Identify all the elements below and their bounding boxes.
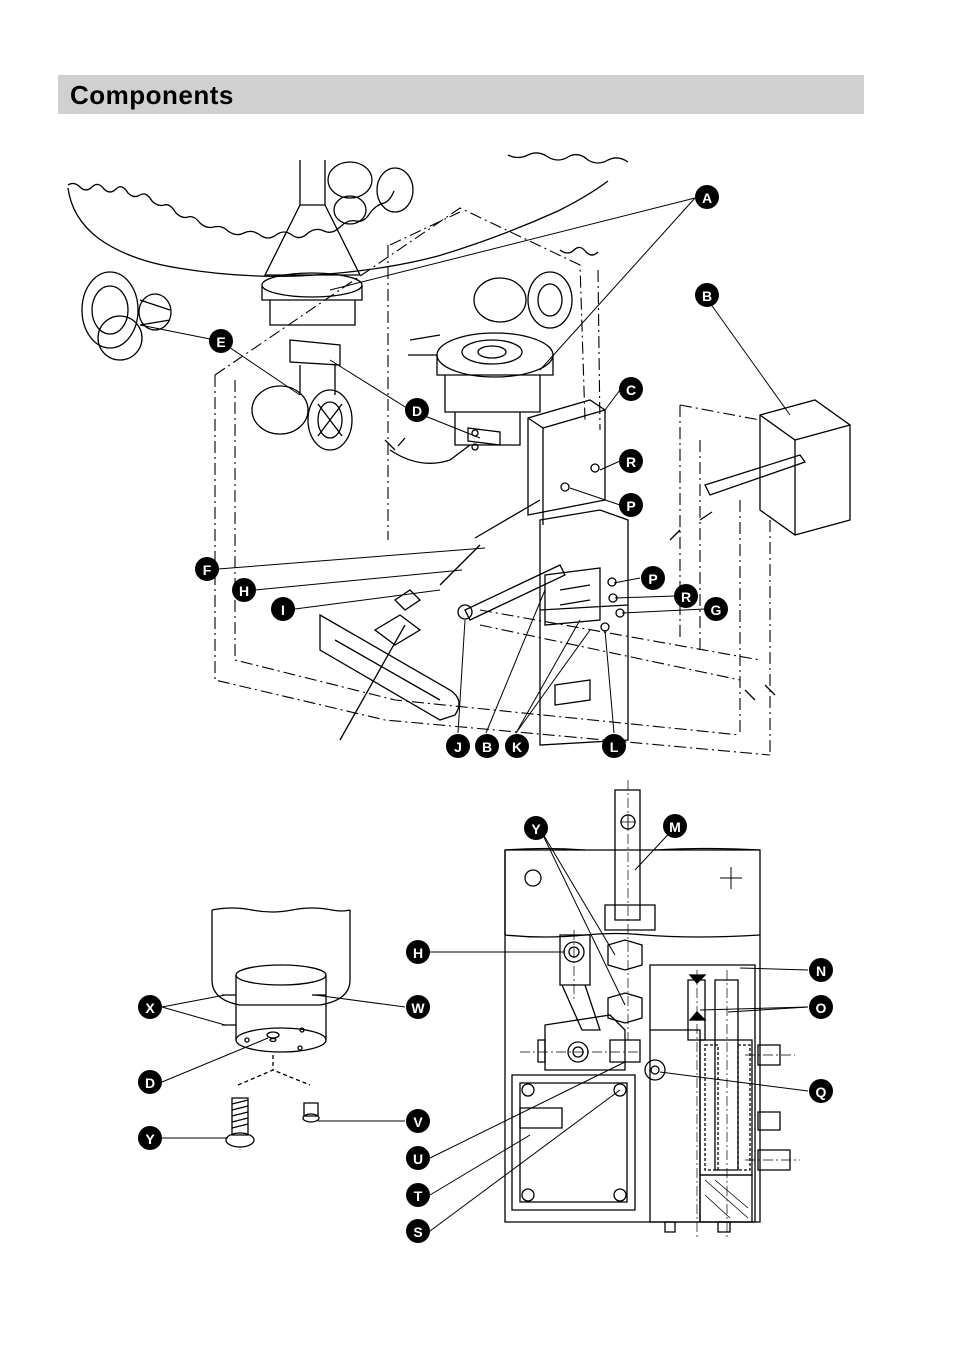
callout-F: F	[195, 557, 219, 581]
svg-text:H: H	[413, 945, 423, 961]
callout-R: R	[619, 449, 643, 473]
section-header: Components	[58, 75, 864, 114]
callout-D-2: D	[138, 1070, 162, 1094]
callout-K: K	[505, 734, 529, 758]
svg-text:B: B	[482, 739, 492, 755]
svg-text:R: R	[626, 454, 636, 470]
svg-text:V: V	[413, 1114, 423, 1130]
svg-text:O: O	[816, 1000, 827, 1016]
svg-text:J: J	[454, 739, 462, 755]
svg-text:S: S	[413, 1224, 422, 1240]
svg-text:G: G	[711, 602, 722, 618]
callout-H-2: H	[406, 940, 430, 964]
callout-P-2: P	[641, 566, 665, 590]
svg-text:W: W	[411, 1000, 425, 1016]
callout-A: A	[695, 185, 719, 209]
callout-D: D	[405, 398, 429, 422]
svg-text:R: R	[681, 589, 691, 605]
section-title: Components	[70, 80, 234, 110]
svg-text:D: D	[145, 1075, 155, 1091]
svg-text:M: M	[669, 819, 681, 835]
svg-text:Y: Y	[145, 1131, 155, 1147]
svg-text:Q: Q	[816, 1084, 827, 1100]
svg-text:N: N	[816, 963, 826, 979]
callout-P: P	[619, 493, 643, 517]
callout-S: S	[406, 1219, 430, 1243]
lower-left-leader-lines	[161, 994, 406, 1139]
svg-text:Y: Y	[531, 821, 541, 837]
svg-text:I: I	[281, 602, 285, 618]
callout-L: L	[602, 734, 626, 758]
callout-E: E	[209, 329, 233, 353]
svg-text:P: P	[648, 571, 657, 587]
svg-text:A: A	[702, 190, 712, 206]
svg-text:F: F	[203, 562, 212, 578]
top-leader-lines	[139, 197, 791, 734]
callout-W: W	[406, 995, 430, 1019]
svg-text:B: B	[702, 288, 712, 304]
lower-left-illustration	[211, 907, 351, 1148]
tank-outline-wave	[67, 182, 395, 239]
callout-Q: Q	[809, 1079, 833, 1103]
top-illustration	[67, 152, 851, 756]
callout-J: J	[446, 734, 470, 758]
callout-C: C	[619, 377, 643, 401]
callout-I: I	[271, 597, 295, 621]
callout-H: H	[232, 578, 256, 602]
callout-markers: A B E C D R P F P H R G I J B K L Y M H …	[138, 185, 833, 1243]
svg-text:D: D	[412, 403, 422, 419]
svg-text:E: E	[216, 334, 225, 350]
callout-B: B	[695, 283, 719, 307]
lower-right-illustration	[504, 780, 800, 1240]
callout-X: X	[138, 995, 162, 1019]
callout-N: N	[809, 958, 833, 982]
svg-text:L: L	[610, 739, 619, 755]
svg-text:U: U	[413, 1151, 423, 1167]
svg-text:C: C	[626, 382, 636, 398]
callout-G: G	[704, 597, 728, 621]
svg-text:H: H	[239, 583, 249, 599]
lower-right-leader-lines	[429, 825, 809, 1232]
callout-T: T	[406, 1183, 430, 1207]
callout-Y-2: Y	[138, 1126, 162, 1150]
callout-M: M	[663, 814, 687, 838]
svg-text:P: P	[626, 498, 635, 514]
svg-text:K: K	[512, 739, 522, 755]
svg-text:X: X	[145, 1000, 155, 1016]
callout-R-2: R	[674, 584, 698, 608]
callout-Y: Y	[524, 816, 548, 840]
callout-B-2: B	[475, 734, 499, 758]
svg-text:T: T	[414, 1188, 423, 1204]
callout-V: V	[406, 1109, 430, 1133]
callout-U: U	[406, 1146, 430, 1170]
callout-O: O	[809, 995, 833, 1019]
